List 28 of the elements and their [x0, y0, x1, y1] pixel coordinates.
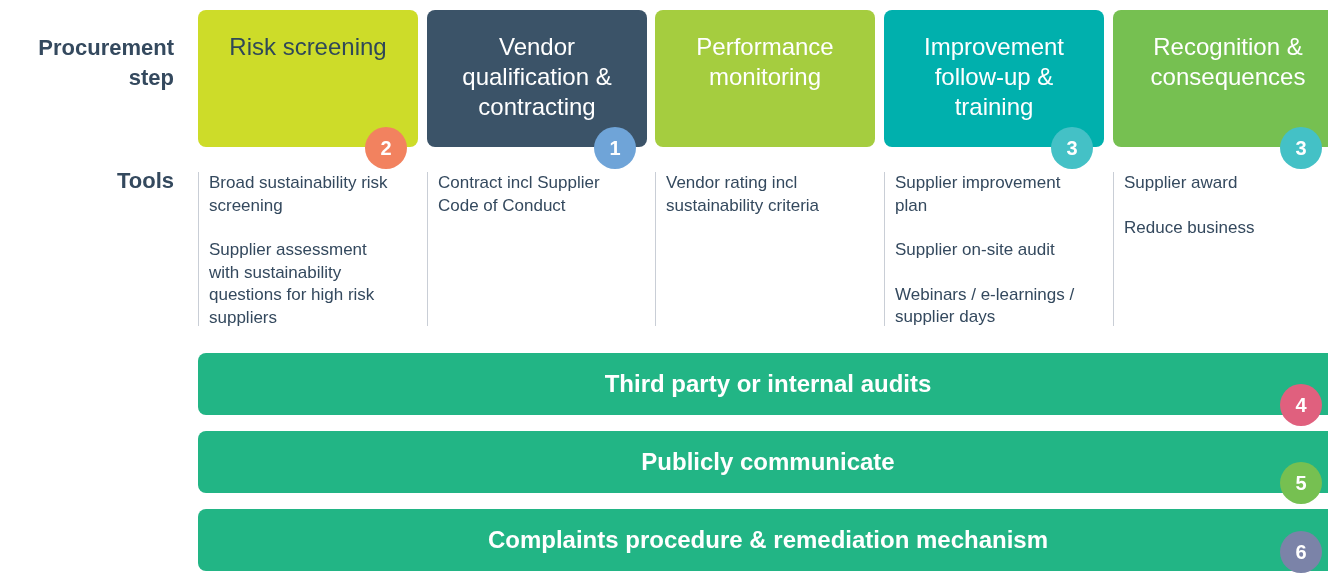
banner-title: Complaints procedure & remediation mechanism [487, 526, 1049, 554]
number-badge: 3 [1051, 127, 1093, 169]
row-header: Procurement step [37, 34, 174, 92]
tool-text: Broad sustainability risk screening [209, 172, 389, 217]
banner-title: Third party or internal audits [604, 370, 932, 398]
step-box [655, 10, 875, 147]
number-badge: 3 [1280, 127, 1322, 169]
step-title: Risk screening [228, 32, 388, 62]
tool-text: Vendor rating incl sustainability criteria [666, 172, 821, 217]
step-title: Vendor qualification & contracting [461, 32, 613, 122]
tool-text: Reduce business [1124, 216, 1256, 239]
tool-text: Supplier assessment with sustainability questions for high risk suppliers [209, 239, 376, 329]
tool-text: Supplier improvement plan [895, 172, 1062, 217]
tool-text: Supplier award [1124, 172, 1239, 194]
banner-title: Publicly communicate [641, 448, 895, 476]
banner-bar [198, 509, 1328, 571]
step-title: Improvement follow-up & training [922, 32, 1066, 122]
tool-text: Webinars / e-learnings / supplier days [895, 283, 1076, 328]
number-badge: 5 [1280, 462, 1322, 504]
tool-text: Contract incl Supplier Code of Conduct [438, 172, 601, 217]
tool-text: Supplier on-site audit [895, 239, 1056, 261]
step-title: Performance monitoring [695, 32, 835, 92]
number-badge: 4 [1280, 384, 1322, 426]
number-badge: 2 [365, 127, 407, 169]
number-badge: 6 [1280, 531, 1322, 573]
number-badge: 1 [594, 127, 636, 169]
step-title: Recognition & consequences [1149, 32, 1307, 92]
row-header: Tools [115, 167, 174, 195]
